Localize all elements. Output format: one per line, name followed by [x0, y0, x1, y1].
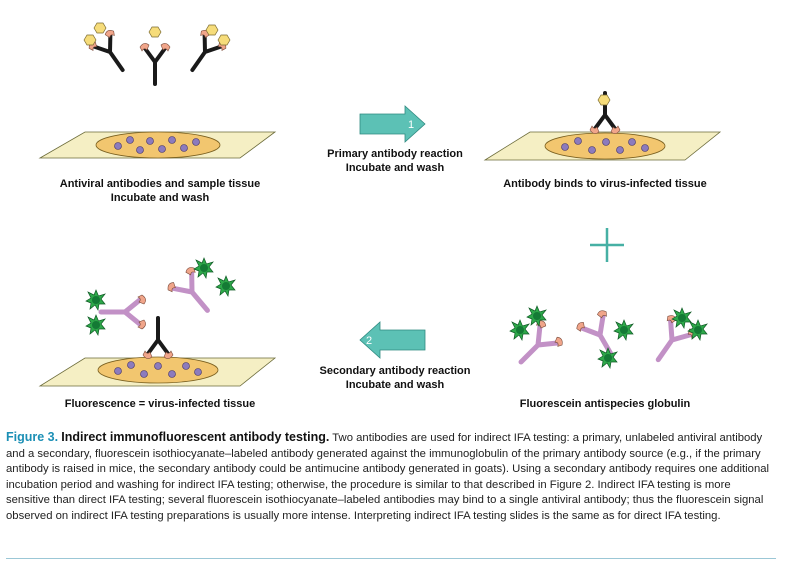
panel-fluorescence-line1: Fluorescence = virus-infected tissue — [64, 398, 256, 410]
figure-number: Figure 3. — [6, 430, 59, 444]
plus-icon — [590, 228, 624, 262]
figure-caption: Figure 3. Indirect immunofluorescent ant… — [6, 430, 776, 524]
panel-bound-line1: Antibody binds to virus-infected tissue — [503, 178, 707, 190]
arrow-left-icon: 2 — [359, 321, 426, 359]
panel-fluorescence-label: Fluorescence = virus-infected tissue — [40, 397, 280, 411]
panel-sample-label: Antiviral antibodies and sample tissue I… — [40, 177, 280, 205]
figure-title: Indirect immunofluorescent antibody test… — [61, 430, 330, 444]
arrow-right-icon: 1 — [359, 105, 426, 143]
step1-line1: Primary antibody reaction — [327, 148, 463, 160]
panel-globulin-label: Fluorescein antispecies globulin — [480, 397, 730, 411]
step2-line2: Incubate and wash — [345, 379, 445, 391]
panel-sample-illustration — [38, 22, 277, 159]
step2-label: Secondary antibody reaction Incubate and… — [295, 364, 495, 392]
panel-bound-label: Antibody binds to virus-infected tissue — [480, 177, 730, 191]
step1-label: Primary antibody reaction Incubate and w… — [300, 147, 490, 175]
panel-bound-illustration — [483, 91, 722, 161]
diagram-canvas: 1 — [38, 22, 722, 387]
diagram: 1 — [38, 22, 730, 411]
caption-rule — [6, 558, 776, 559]
step1-line2: Incubate and wash — [345, 162, 445, 174]
step2-line1: Secondary antibody reaction — [319, 365, 471, 377]
panel-sample-line1: Antiviral antibodies and sample tissue — [59, 178, 261, 190]
panel-globulin-illustration — [509, 305, 708, 374]
panel-fluorescence-illustration — [38, 257, 277, 387]
panel-sample-line2: Incubate and wash — [110, 192, 210, 204]
panel-globulin-line1: Fluorescein antispecies globulin — [519, 398, 691, 410]
step1-number: 1 — [408, 119, 414, 131]
figure-caption-body: Two antibodies are used for indirect IFA… — [6, 432, 770, 522]
step2-number: 2 — [366, 335, 372, 347]
